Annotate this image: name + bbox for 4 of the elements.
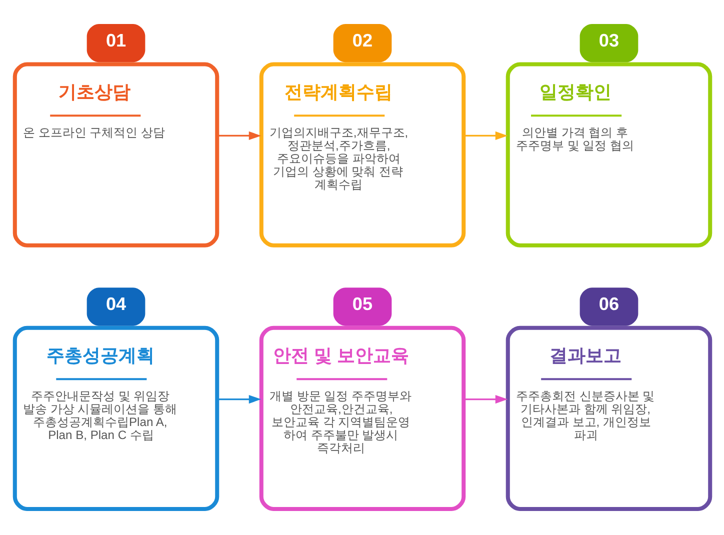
arrow [218, 131, 262, 140]
arrow [465, 395, 508, 404]
arrow [465, 131, 508, 140]
arrow [218, 395, 262, 404]
